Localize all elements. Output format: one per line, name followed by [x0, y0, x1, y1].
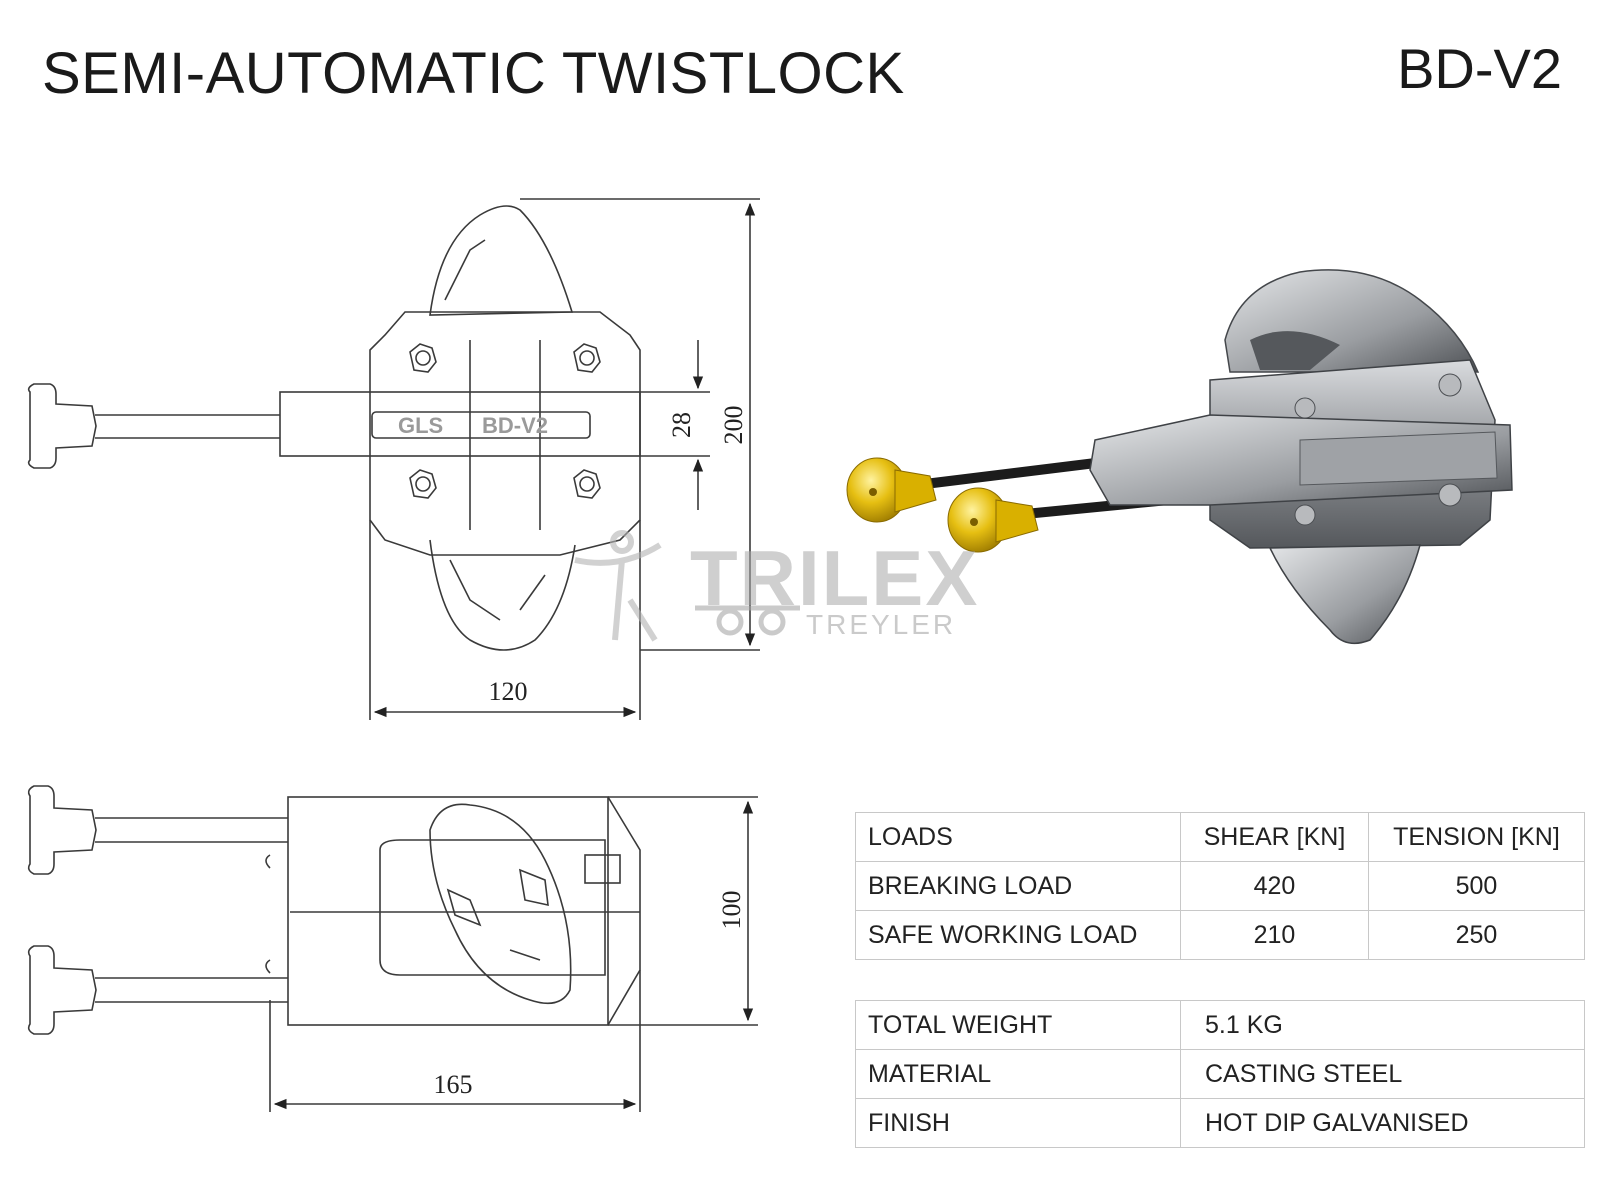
handle-knob-icon	[947, 487, 1039, 553]
properties-table: TOTAL WEIGHT 5.1 KG MATERIAL CASTING STE…	[855, 1000, 1585, 1148]
watermark-sub: TREYLER	[806, 609, 956, 640]
table-row: FINISH HOT DIP GALVANISED	[855, 1098, 1585, 1148]
property-value: CASTING STEEL	[1180, 1049, 1585, 1099]
dimension-200: 200	[719, 406, 748, 445]
dimension-165: 165	[434, 1070, 473, 1099]
dimension-120: 120	[489, 677, 528, 706]
table-row: BREAKING LOAD 420 500	[855, 861, 1586, 911]
tension-value: 250	[1367, 910, 1586, 960]
watermark-logo: TRILEX TREYLER	[574, 530, 977, 642]
twistlock-product-image	[846, 269, 1513, 645]
dimension-100: 100	[717, 891, 746, 930]
bolt-icon	[409, 343, 437, 373]
top-view-drawing	[27, 198, 760, 720]
bolt-icon	[573, 469, 601, 499]
trailer-wheels-icon	[695, 605, 800, 636]
row-label: BREAKING LOAD	[855, 861, 1181, 911]
property-label: TOTAL WEIGHT	[855, 1000, 1181, 1050]
plate-label-gls: GLS	[398, 413, 443, 438]
table-header-row: LOADS SHEAR [KN] TENSION [KN]	[855, 812, 1586, 862]
property-value: 5.1 KG	[1180, 1000, 1585, 1050]
property-label: MATERIAL	[855, 1049, 1181, 1099]
row-label: SAFE WORKING LOAD	[855, 910, 1181, 960]
dimension-28: 28	[667, 412, 696, 438]
loads-table: LOADS SHEAR [KN] TENSION [KN] BREAKING L…	[855, 812, 1586, 960]
model-code: BD-V2	[1397, 37, 1562, 100]
header-loads: LOADS	[855, 812, 1181, 862]
running-figure-icon	[574, 530, 662, 642]
property-label: FINISH	[855, 1098, 1181, 1148]
table-row: SAFE WORKING LOAD 210 250	[855, 910, 1586, 960]
shear-value: 210	[1180, 910, 1369, 960]
table-row: TOTAL WEIGHT 5.1 KG	[855, 1000, 1585, 1050]
property-value: HOT DIP GALVANISED	[1180, 1098, 1585, 1148]
document-title: SEMI-AUTOMATIC TWISTLOCK	[42, 41, 905, 106]
side-view-drawing	[27, 785, 758, 1112]
bolt-icon	[573, 343, 601, 373]
bolt-icon	[409, 469, 437, 499]
handle-knob-icon	[846, 457, 937, 523]
plate-label-model: BD-V2	[482, 413, 548, 438]
shear-value: 420	[1180, 861, 1369, 911]
table-row: MATERIAL CASTING STEEL	[855, 1049, 1585, 1099]
header-shear: SHEAR [KN]	[1180, 812, 1369, 862]
tension-value: 500	[1367, 861, 1586, 911]
header-tension: TENSION [KN]	[1367, 812, 1586, 862]
